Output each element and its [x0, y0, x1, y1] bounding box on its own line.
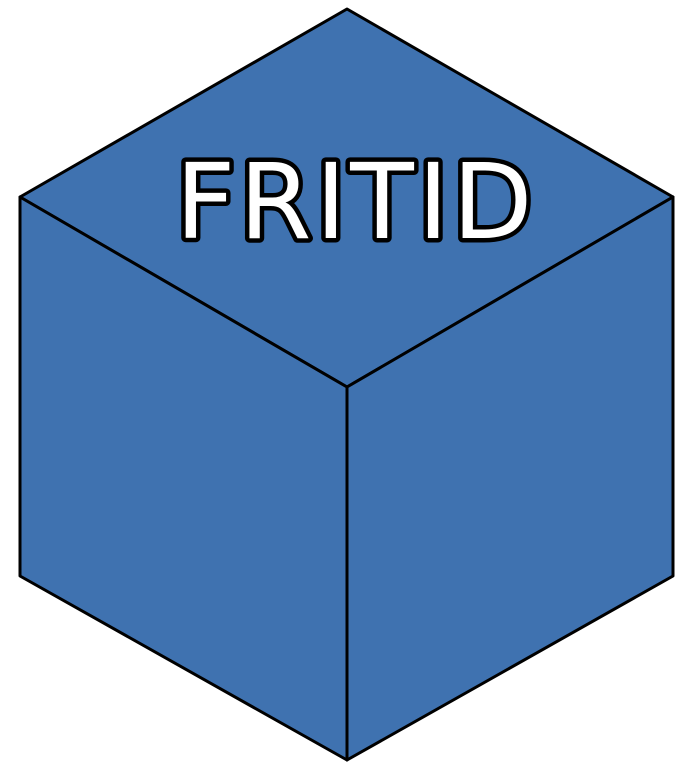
- cube-right-face: [345, 195, 675, 762]
- cube-label: FRITID: [175, 141, 536, 263]
